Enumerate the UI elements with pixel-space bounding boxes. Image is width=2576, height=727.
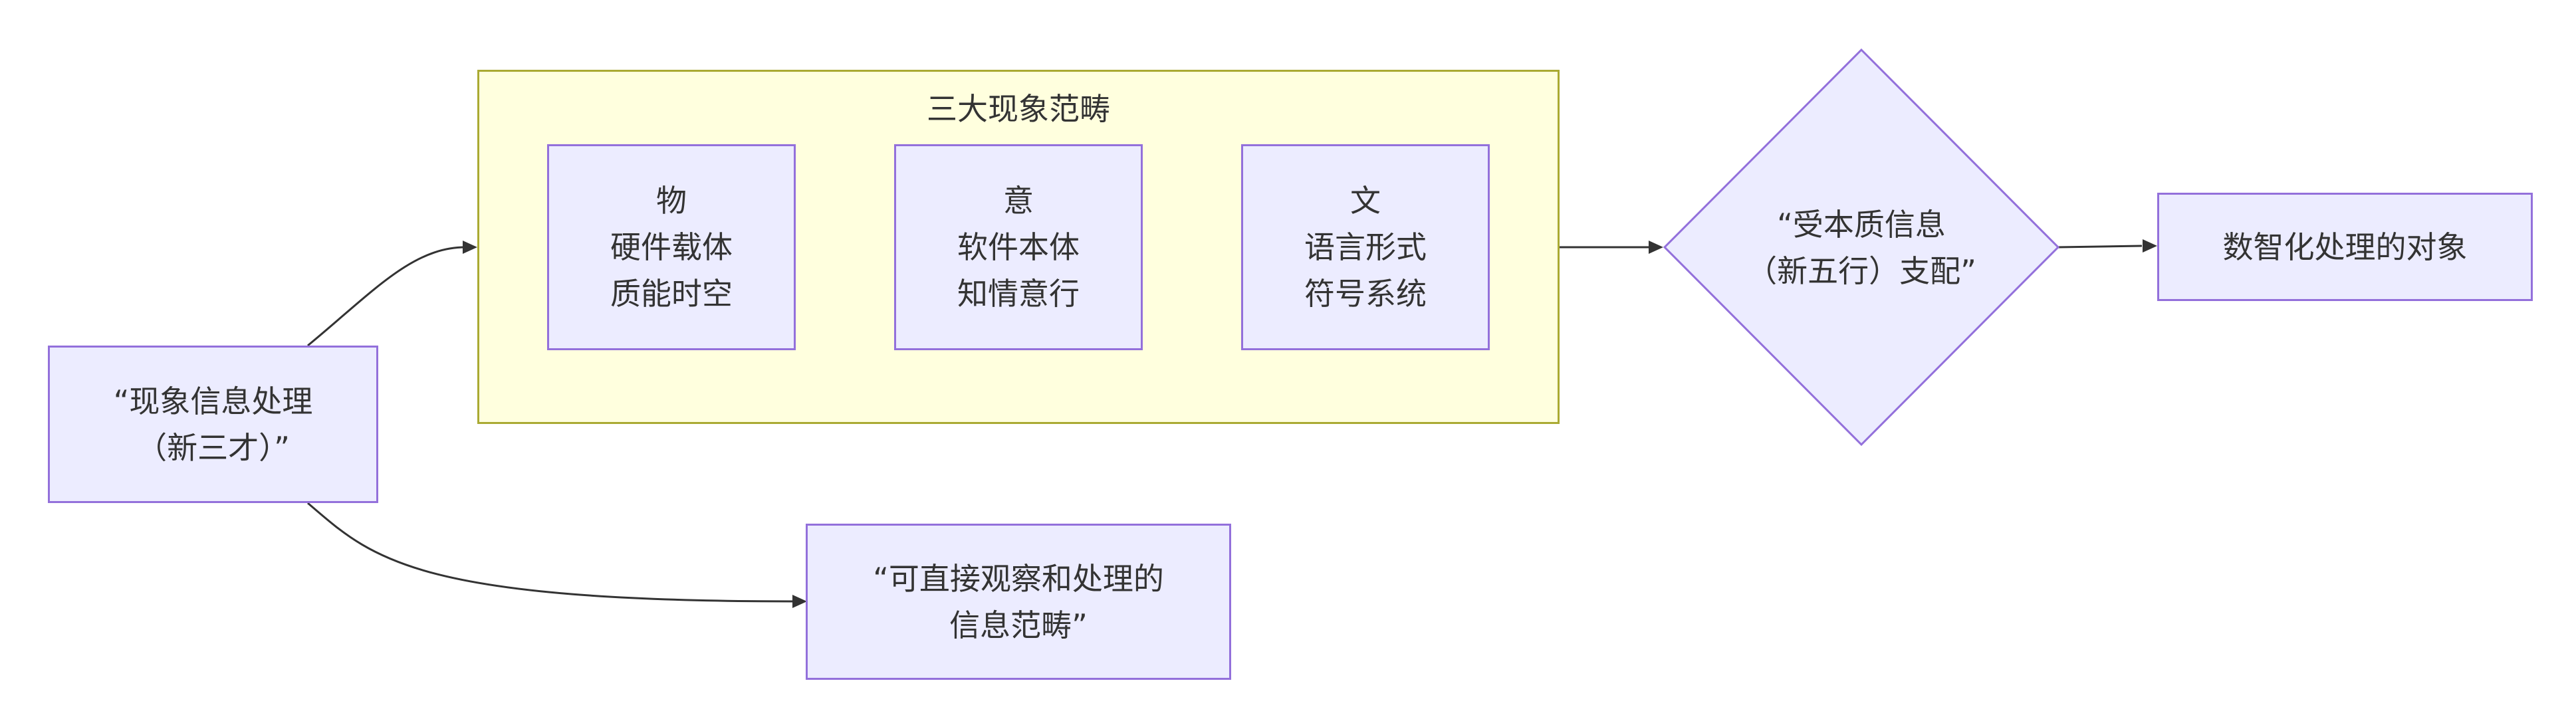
node-observable-line-2: 信息范畴” xyxy=(949,607,1088,643)
node-observable-line-1: “可直接观察和处理的 xyxy=(873,560,1164,597)
node-decision-line-2: （新五行）支配” xyxy=(1746,253,1976,289)
node-decision-line-1: “受本质信息 xyxy=(1777,206,1946,243)
node-yi[interactable]: 意 软件本体 知情意行 xyxy=(894,144,1143,350)
arrowhead-cluster-to-decision xyxy=(1649,241,1663,254)
arrowhead-root-to-observable xyxy=(792,595,807,608)
node-root-line-2: （新三才）” xyxy=(136,429,290,466)
arrowhead-decision-to-target xyxy=(2143,239,2157,253)
edge-decision-to-target xyxy=(2057,245,2143,249)
node-wu-line-1: 物 xyxy=(656,183,687,219)
node-wen-line-2: 语言形式 xyxy=(1304,229,1427,265)
node-target-line-1: 数智化处理的对象 xyxy=(2222,229,2468,265)
node-root-line-1: “现象信息处理 xyxy=(113,383,313,419)
node-wen-line-3: 符号系统 xyxy=(1304,276,1427,312)
node-wen-line-1: 文 xyxy=(1350,183,1381,219)
node-yi-line-2: 软件本体 xyxy=(957,229,1080,265)
node-observable[interactable]: “可直接观察和处理的 信息范畴” xyxy=(806,524,1231,680)
node-decision-label: “受本质信息 （新五行）支配” xyxy=(1702,186,2021,309)
edge-root-to-observable xyxy=(307,502,798,603)
decision-diamond[interactable] xyxy=(1663,48,2060,447)
node-wu-line-3: 质能时空 xyxy=(610,276,733,312)
node-yi-line-3: 知情意行 xyxy=(957,276,1080,312)
node-yi-line-1: 意 xyxy=(1003,183,1034,219)
node-wen[interactable]: 文 语言形式 符号系统 xyxy=(1241,144,1490,350)
node-target[interactable]: 数智化处理的对象 xyxy=(2157,193,2533,301)
node-root[interactable]: “现象信息处理 （新三才）” xyxy=(48,346,378,503)
edge-root-to-cluster xyxy=(307,246,466,347)
node-wu-line-2: 硬件载体 xyxy=(610,229,733,265)
cluster-title: 三大现象范畴 xyxy=(927,91,1110,127)
node-wu[interactable]: 物 硬件载体 质能时空 xyxy=(547,144,796,350)
arrowhead-root-to-cluster xyxy=(463,241,477,254)
